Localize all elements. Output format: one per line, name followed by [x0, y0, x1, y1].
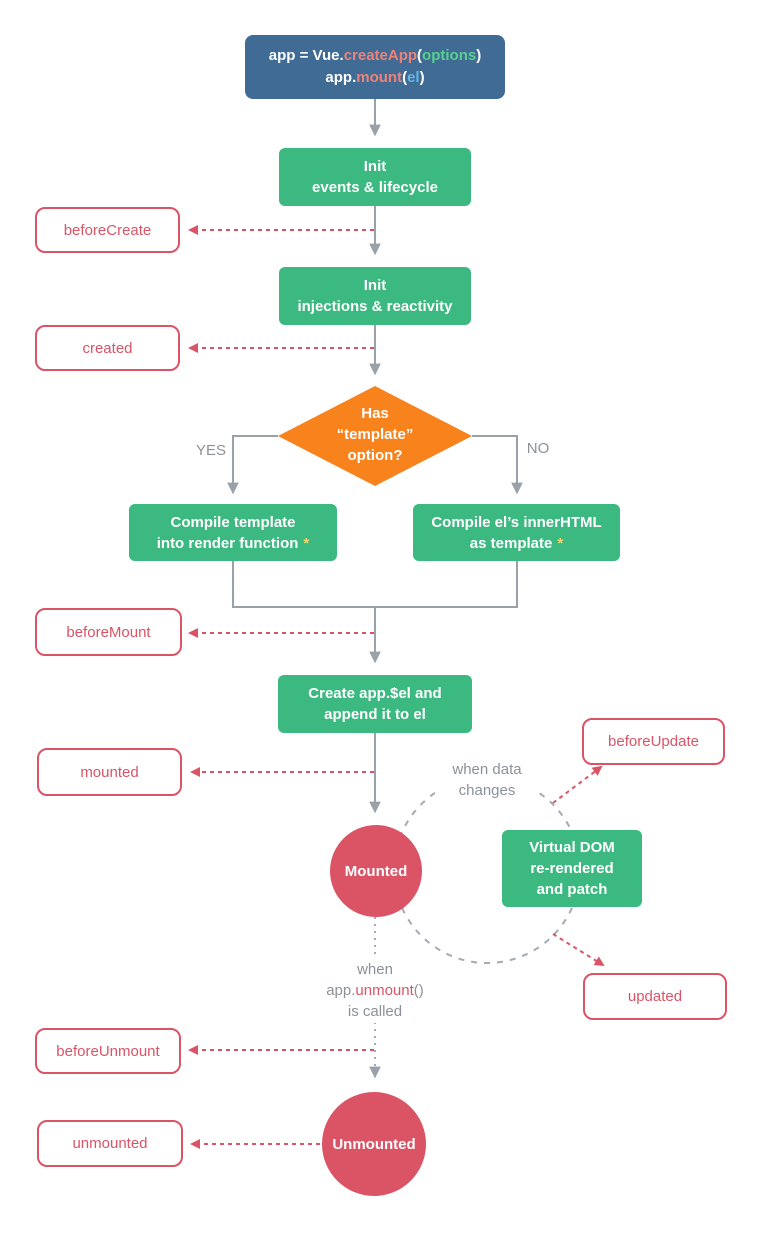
- hook-updated: updated: [583, 973, 727, 1020]
- code-token-el: el: [407, 69, 420, 86]
- yes-branch-label: YES: [195, 442, 226, 459]
- no-branch-label: NO: [526, 440, 550, 457]
- when-unmount-line2: app.unmount(): [320, 980, 430, 1001]
- init-events-line2: events & lifecycle: [312, 179, 438, 196]
- compile-template-box: Compile template into render function*: [129, 504, 337, 561]
- compile-el-line2-text: as template: [469, 534, 553, 552]
- init-events-box: Init events & lifecycle: [279, 148, 471, 206]
- code-token-keyword: mount: [356, 69, 403, 86]
- decision-line3: option?: [347, 447, 403, 464]
- code-box: app = Vue.createApp(options) app.mount(e…: [245, 35, 505, 99]
- init-injections-box: Init injections & reactivity: [279, 267, 471, 325]
- when-unmount-line3: is called: [347, 1003, 403, 1020]
- when-data-changes-note: when data changes: [435, 758, 539, 802]
- hook-before-unmount: beforeUnmount: [35, 1028, 181, 1074]
- when-unmount-note: when app.unmount() is called: [316, 958, 434, 1023]
- create-el-line2: append it to el: [324, 706, 426, 723]
- code-token-keyword: createApp: [343, 47, 418, 64]
- hook-unmounted: unmounted: [37, 1120, 183, 1167]
- create-el-box: Create app.$el and append it to el: [278, 675, 472, 733]
- arrow-yes-branch: [227, 435, 278, 495]
- code-line-1: app = Vue.createApp(options): [269, 45, 481, 67]
- hook-arrow-updated: [552, 933, 605, 967]
- unmounted-state-circle: Unmounted: [322, 1092, 426, 1196]
- code-line-2: app.mount(el): [325, 67, 424, 89]
- compile-el-line2: as template*: [470, 533, 563, 554]
- hook-created: created: [35, 325, 180, 371]
- hook-arrow-before-update: [552, 765, 603, 804]
- hook-before-create: beforeCreate: [35, 207, 180, 253]
- code-token: (: [402, 69, 408, 86]
- code-token-options: options: [422, 47, 477, 64]
- arrow-no-branch: [472, 435, 523, 495]
- decision-diamond-shape: [278, 386, 472, 486]
- code-token: ): [419, 69, 425, 86]
- footnote-asterisk: *: [557, 534, 564, 552]
- virtual-dom-line2: re-rendered: [530, 860, 614, 877]
- code-token: ): [476, 47, 482, 64]
- compile-template-line2: into render function*: [157, 533, 310, 554]
- compile-el-box: Compile el’s innerHTML as template*: [413, 504, 620, 561]
- code-token: app.: [325, 69, 357, 86]
- code-token: (: [417, 47, 423, 64]
- init-injections-line1: Init: [363, 277, 387, 294]
- decision-line1: Has: [361, 405, 389, 422]
- mounted-state-circle: Mounted: [330, 825, 422, 917]
- virtual-dom-line3: and patch: [536, 881, 608, 898]
- init-injections-line2: injections & reactivity: [297, 298, 453, 315]
- create-el-line1: Create app.$el and: [308, 685, 442, 702]
- compile-template-line1: Compile template: [170, 513, 296, 531]
- footnote-asterisk: *: [303, 534, 310, 552]
- when-unmount-fn-token: unmount: [355, 982, 414, 999]
- init-events-line1: Init: [363, 158, 387, 175]
- virtual-dom-line1: Virtual DOM: [529, 839, 615, 856]
- merge-connector: [232, 561, 518, 608]
- compile-template-line2-text: into render function: [156, 534, 299, 552]
- when-unmount-line1: when: [357, 961, 393, 978]
- decision-line2: “template”: [336, 426, 414, 443]
- when-data-line2: changes: [458, 782, 516, 799]
- compile-el-line1: Compile el’s innerHTML: [431, 513, 602, 531]
- when-unmount-app-token: app.: [326, 982, 356, 999]
- when-unmount-parens-token: (): [413, 982, 424, 999]
- virtual-dom-box: Virtual DOM re-rendered and patch: [502, 830, 642, 907]
- code-token: app = Vue.: [268, 47, 344, 64]
- hook-mounted: mounted: [37, 748, 182, 796]
- hook-before-update: beforeUpdate: [582, 718, 725, 765]
- when-data-line1: when data: [452, 761, 522, 778]
- hook-before-mount: beforeMount: [35, 608, 182, 656]
- decision-diamond-label: Has “template” option?: [300, 403, 450, 466]
